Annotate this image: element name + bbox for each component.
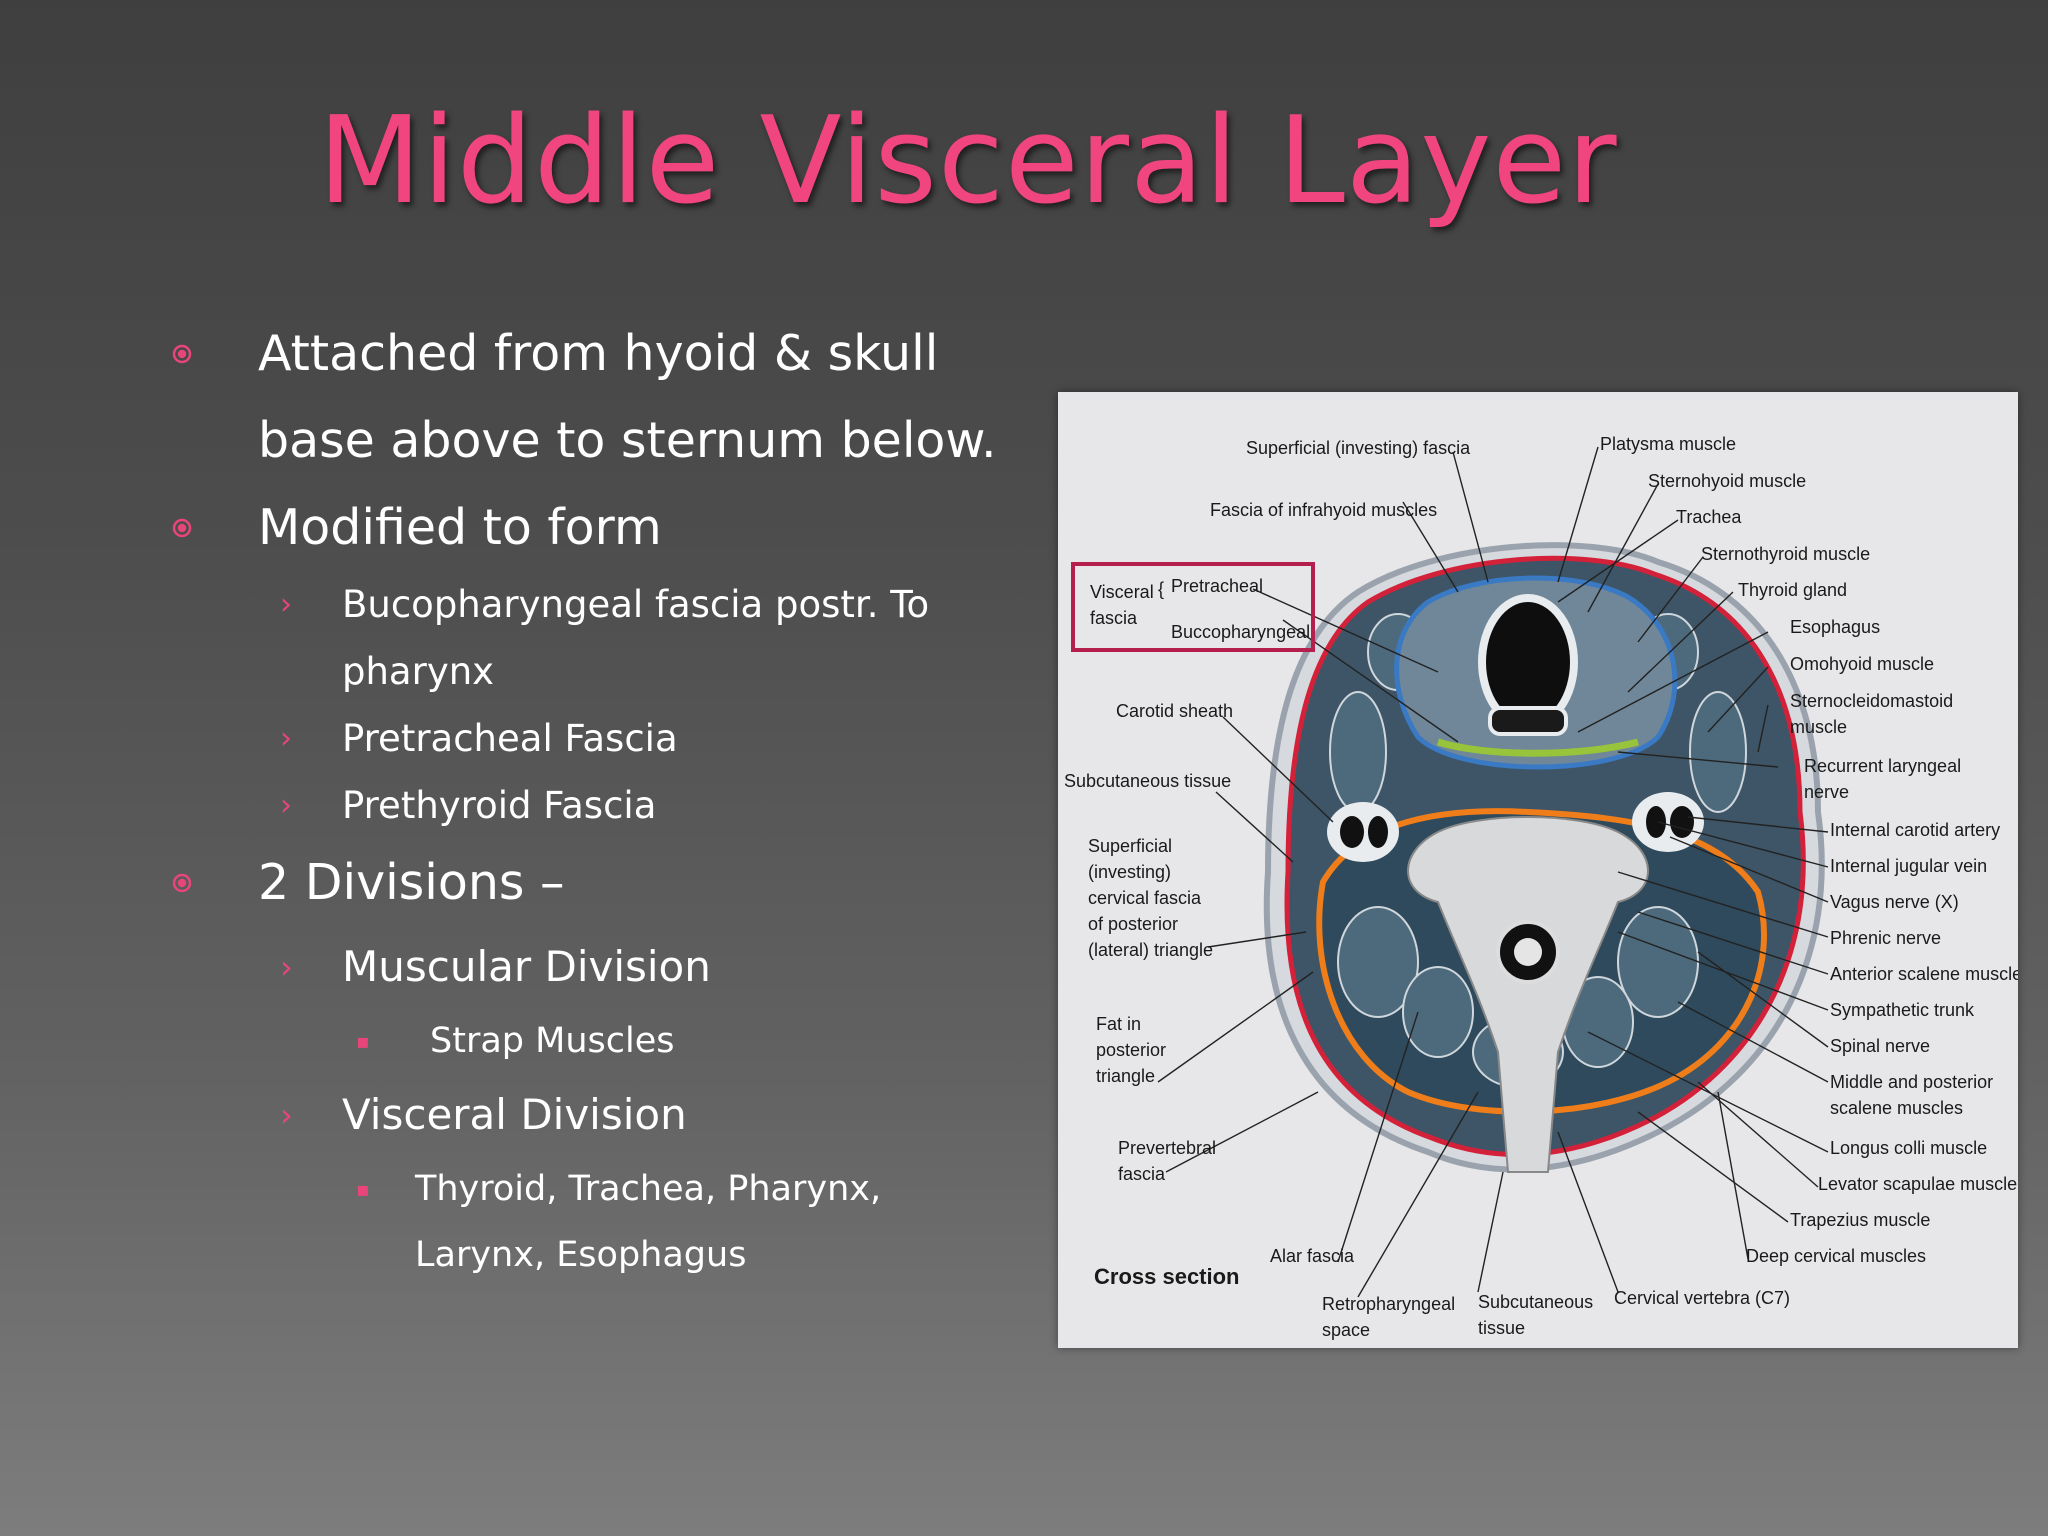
label-fascia: fascia bbox=[1090, 608, 1138, 628]
chevron-bullet-icon: › bbox=[280, 948, 293, 986]
bullet-text: Modified to form bbox=[258, 499, 662, 556]
circle-bullet-icon bbox=[172, 873, 192, 893]
label-subq-2: tissue bbox=[1478, 1318, 1525, 1338]
label-rln-1: Recurrent laryngeal bbox=[1804, 756, 1961, 776]
label-thyroid: Thyroid gland bbox=[1738, 580, 1847, 600]
label-sic-1: Superficial bbox=[1088, 836, 1172, 856]
label-trapezius: Trapezius muscle bbox=[1790, 1210, 1930, 1230]
label-infrahyoid: Fascia of infrahyoid muscles bbox=[1210, 500, 1437, 520]
label-sic-4: of posterior bbox=[1088, 914, 1178, 934]
label-msm-1: Middle and posterior bbox=[1830, 1072, 1993, 1092]
chevron-bullet-icon: › bbox=[280, 587, 292, 622]
label-spinal-nerve: Spinal nerve bbox=[1830, 1036, 1930, 1056]
label-vagus: Vagus nerve (X) bbox=[1830, 892, 1959, 912]
label-deep-cervical: Deep cervical muscles bbox=[1746, 1246, 1926, 1266]
label-sic-3: cervical fascia bbox=[1088, 888, 1202, 908]
circle-bullet-icon bbox=[172, 518, 192, 538]
neck-cross-section-figure: { Superficial (investing) fascia Fascia … bbox=[1058, 392, 2018, 1348]
label-esophagus: Esophagus bbox=[1790, 617, 1880, 637]
label-superficial-fascia: Superficial (investing) fascia bbox=[1246, 438, 1471, 458]
visceral-fascia-box bbox=[1071, 562, 1315, 652]
label-sternohyoid: Sternohyoid muscle bbox=[1648, 471, 1806, 491]
brace: { bbox=[1158, 579, 1164, 599]
label-rln-2: nerve bbox=[1804, 782, 1849, 802]
bullet-list: Attached from hyoid & skull base above t… bbox=[160, 310, 1040, 1288]
label-omohyoid: Omohyoid muscle bbox=[1790, 654, 1934, 674]
label-msm-2: scalene muscles bbox=[1830, 1098, 1963, 1118]
spinal-cord-core bbox=[1514, 938, 1542, 966]
label-sic-5: (lateral) triangle bbox=[1088, 940, 1213, 960]
label-sternothyroid: Sternothyroid muscle bbox=[1701, 544, 1870, 564]
bullet-modified: Modified to form bbox=[160, 484, 1040, 571]
carotid-sheath-left bbox=[1327, 802, 1399, 862]
bullet-attached: Attached from hyoid & skull base above t… bbox=[160, 310, 1040, 484]
sub-bullet-bucopharyngeal: › Bucopharyngeal fascia postr. To pharyn… bbox=[160, 571, 1040, 705]
label-prev-1: Prevertebral bbox=[1118, 1138, 1216, 1158]
sub-bullet-pretracheal: › Pretracheal Fascia bbox=[160, 705, 1040, 772]
label-carotid-sheath: Carotid sheath bbox=[1116, 701, 1233, 721]
label-sic-2: (investing) bbox=[1088, 862, 1171, 882]
label-platysma: Platysma muscle bbox=[1600, 434, 1736, 454]
sub-bullet-prethyroid: › Prethyroid Fascia bbox=[160, 772, 1040, 839]
label-alar: Alar fascia bbox=[1270, 1246, 1355, 1266]
sub-bullet-text: Visceral Division bbox=[342, 1090, 687, 1139]
label-fat-3: triangle bbox=[1096, 1066, 1155, 1086]
chevron-bullet-icon: › bbox=[280, 1096, 293, 1134]
sub-bullet-text: Prethyroid Fascia bbox=[342, 784, 657, 827]
sub-sub-bullet-text: Strap Muscles bbox=[430, 1021, 675, 1061]
label-ijv: Internal jugular vein bbox=[1830, 856, 1987, 876]
sub-bullet-text: Pretracheal Fascia bbox=[342, 717, 678, 760]
label-c7: Cervical vertebra (C7) bbox=[1614, 1288, 1790, 1308]
sub-sub-bullet-text: Thyroid, Trachea, Pharynx, bbox=[415, 1169, 882, 1209]
label-fat-1: Fat in bbox=[1096, 1014, 1141, 1034]
buccopharyngeal-strip bbox=[1436, 738, 1639, 757]
slide-title: Middle Visceral Layer bbox=[318, 92, 1618, 231]
sub-bullet-text: Bucopharyngeal fascia postr. To bbox=[342, 583, 930, 626]
sub-sub-bullet-text: Larynx, Esophagus bbox=[415, 1235, 747, 1275]
label-scm-1: Sternocleidomastoid bbox=[1790, 691, 1953, 711]
label-ica: Internal carotid artery bbox=[1830, 820, 2000, 840]
circle-bullet-icon bbox=[172, 344, 192, 364]
label-pretracheal: Pretracheal bbox=[1171, 576, 1263, 596]
label-prev-2: fascia bbox=[1118, 1164, 1166, 1184]
sub-bullet-visceral: › Visceral Division bbox=[160, 1074, 1040, 1156]
label-sympathetic: Sympathetic trunk bbox=[1830, 1000, 1975, 1020]
vertebra-c7 bbox=[1407, 816, 1649, 1173]
sub-bullet-muscular: › Muscular Division bbox=[160, 926, 1040, 1008]
sub-bullet-text: Muscular Division bbox=[342, 942, 711, 991]
sub-bullet-text: pharynx bbox=[342, 650, 495, 693]
label-visceral: Visceral bbox=[1090, 582, 1154, 602]
label-anterior-scalene: Anterior scalene muscle bbox=[1830, 964, 2018, 984]
bullet-divisions: 2 Divisions – bbox=[160, 839, 1040, 926]
pointer-lines bbox=[1157, 446, 1829, 1298]
label-buccopharyngeal: Buccopharyngeal bbox=[1171, 622, 1310, 642]
label-subq-1: Subcutaneous bbox=[1478, 1292, 1593, 1312]
label-subcutaneous: Subcutaneous tissue bbox=[1064, 771, 1231, 791]
carotid-sheath-right bbox=[1632, 792, 1704, 852]
bullet-text: base above to sternum below. bbox=[258, 412, 997, 469]
square-bullet-icon: ▪ bbox=[356, 1029, 370, 1053]
bullet-text: 2 Divisions – bbox=[258, 854, 565, 911]
label-retro-2: space bbox=[1322, 1320, 1370, 1340]
chevron-bullet-icon: › bbox=[280, 788, 292, 823]
label-retro-1: Retropharyngeal bbox=[1322, 1294, 1455, 1314]
label-scm-2: muscle bbox=[1790, 717, 1847, 737]
chevron-bullet-icon: › bbox=[280, 721, 292, 756]
cross-section-diagram: { Superficial (investing) fascia Fascia … bbox=[1064, 434, 2018, 1340]
sub-sub-bullet-organs: ▪ Thyroid, Trachea, Pharynx, Larynx, Eso… bbox=[160, 1156, 1040, 1288]
label-fat-2: posterior bbox=[1096, 1040, 1166, 1060]
sub-sub-bullet-strap: ▪ Strap Muscles bbox=[160, 1008, 1040, 1074]
label-cross-section: Cross section bbox=[1094, 1264, 1240, 1289]
label-trachea: Trachea bbox=[1676, 507, 1742, 527]
esophagus bbox=[1488, 706, 1568, 736]
label-phrenic: Phrenic nerve bbox=[1830, 928, 1941, 948]
label-longus: Longus colli muscle bbox=[1830, 1138, 1987, 1158]
label-levator: Levator scapulae muscle bbox=[1818, 1174, 2017, 1194]
bullet-text: Attached from hyoid & skull bbox=[258, 325, 939, 382]
square-bullet-icon: ▪ bbox=[356, 1177, 370, 1201]
